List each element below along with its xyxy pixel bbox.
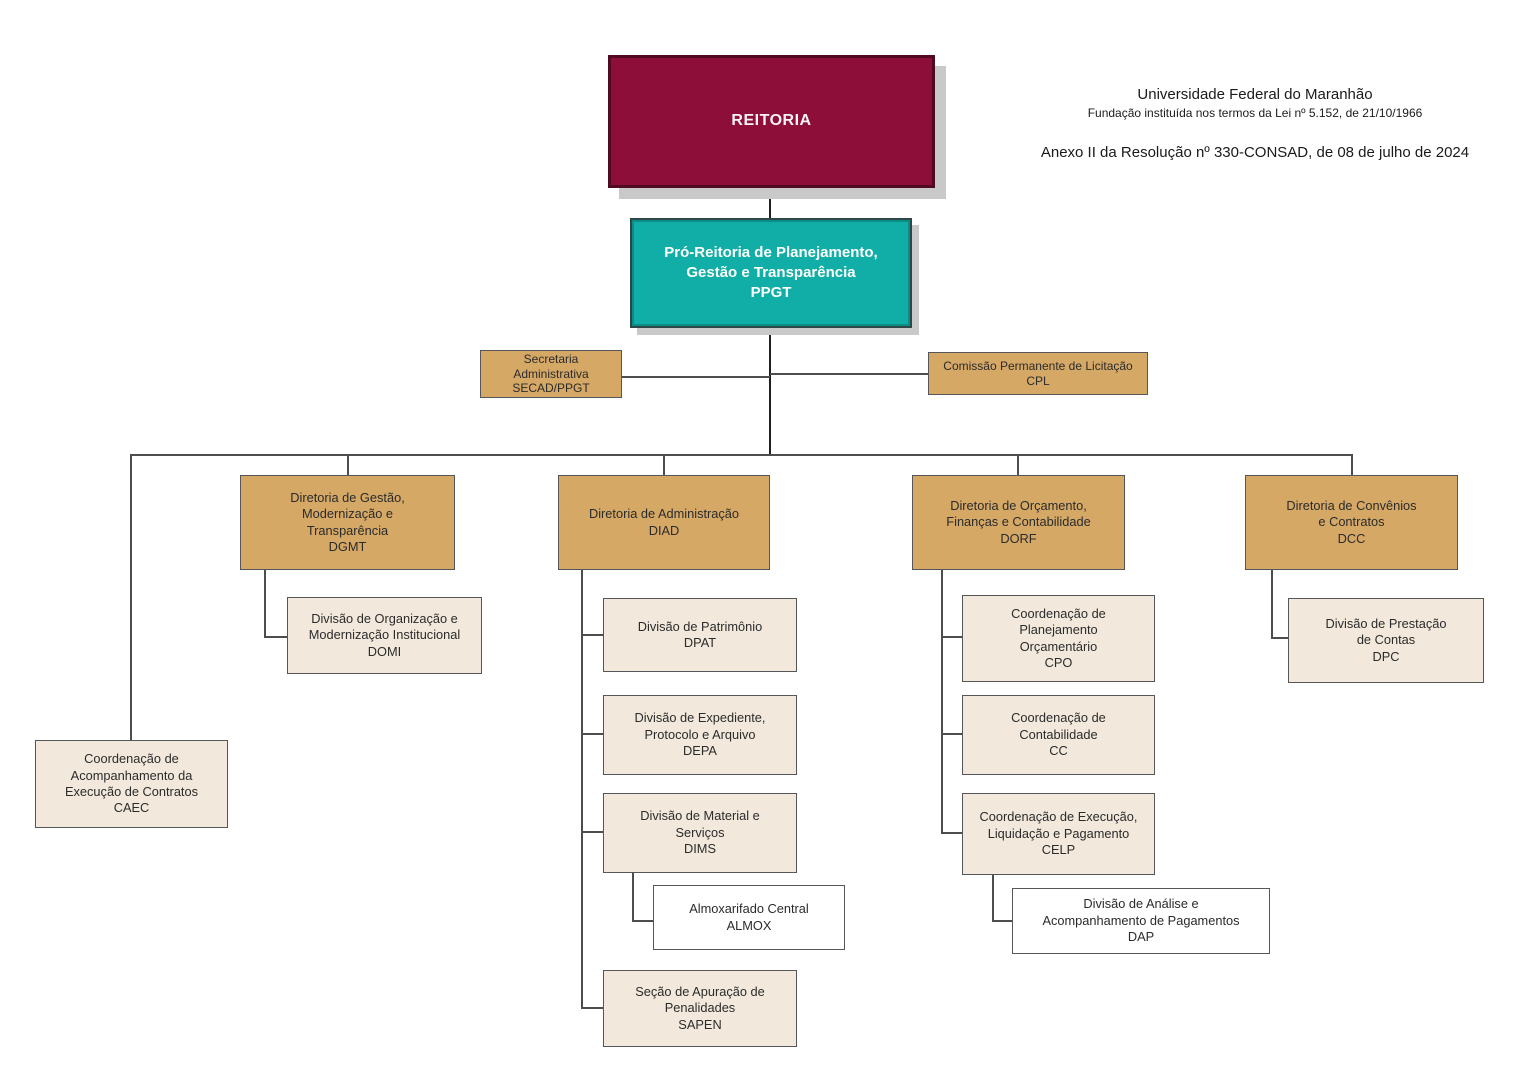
node-title: Diretoria de Gestão, Modernização e Tran… [290,489,405,538]
org-node-ppgt: Pró-Reitoria de Planejamento, Gestão e T… [630,218,912,328]
node-code: PPGT [750,284,792,302]
node-code: CELP [1041,842,1076,858]
connector-dcc-dpc-h [1271,637,1288,639]
connector-ppgt-branch [769,328,771,455]
node-title: Coordenação de Contabilidade [1011,710,1106,742]
connector-secad [622,376,770,378]
connector-cpl [770,373,928,375]
node-title: Coordenação de Planejamento Orçamentário [1011,605,1106,654]
connector-dgmt-domi-v [264,570,266,637]
org-node-celp: Coordenação de Execução, Liquidação e Pa… [962,793,1155,875]
node-code: DIAD [648,522,680,538]
connector-dcc-dpc-v [1271,570,1273,638]
annex-resolution-title: Anexo II da Resolução nº 330-CONSAD, de … [1040,144,1470,161]
org-node-dpat: Divisão de Patrimônio DPAT [603,598,797,672]
connector-dims-almox-h [632,920,653,922]
connector-dgmt-domi-h [264,636,288,638]
node-title: Diretoria de Orçamento, Finanças e Conta… [946,497,1091,530]
org-node-cpo: Coordenação de Planejamento Orçamentário… [962,595,1155,682]
node-title: REITORIA [731,112,812,130]
node-code: CPL [1026,373,1050,388]
node-code: DOMI [367,643,402,659]
node-title: Diretoria de Administração [588,506,740,522]
node-title: Diretoria de Convênios e Contratos [1286,497,1417,530]
spine-dorf [941,570,943,834]
org-node-dgmt: Diretoria de Gestão, Modernização e Tran… [240,475,455,570]
node-code: SECAD/PPGT [512,381,590,396]
node-code: DIMS [684,841,716,857]
node-title: Coordenação de Acompanhamento da Execuçã… [64,751,199,799]
node-title: Seção de Apuração de Penalidades [635,983,765,1016]
node-title: Secretaria Administrativa [513,352,589,381]
document-header: Universidade Federal do Maranhão Fundaçã… [1000,86,1510,161]
node-code: SAPEN [678,1016,722,1032]
org-node-caec: Coordenação de Acompanhamento da Execuçã… [35,740,228,828]
stub-dpat [581,634,603,636]
node-title: Divisão de Prestação de Contas [1325,615,1447,648]
org-node-dims: Divisão de Material e Serviços DIMS [603,793,797,873]
node-code: ALMOX [726,917,772,933]
foundation-law-note: Fundação instituída nos termos da Lei nº… [1087,106,1423,120]
org-node-cpl: Comissão Permanente de Licitação CPL [928,352,1148,395]
node-code: CC [1049,743,1068,759]
node-code: DPAT [683,635,717,650]
org-node-cc: Coordenação de Contabilidade CC [962,695,1155,775]
org-node-dorf: Diretoria de Orçamento, Finanças e Conta… [912,475,1125,570]
stub-cpo [941,636,962,638]
connector-celp-dap-h [992,920,1012,922]
node-code: CPO [1044,654,1073,670]
org-node-almox: Almoxarifado Central ALMOX [653,885,845,950]
node-code: DAP [1127,929,1155,945]
stub-dims [581,831,603,833]
drop-diad [663,454,665,475]
node-title: Coordenação de Execução, Liquidação e Pa… [979,809,1138,841]
connector-reitoria-ppgt [769,188,771,218]
stub-sapen [581,1007,603,1009]
drop-dcc [1351,454,1353,475]
node-code: DPC [1372,648,1400,664]
org-node-dcc: Diretoria de Convênios e Contratos DCC [1245,475,1458,570]
node-title: Almoxarifado Central [689,901,809,917]
org-node-diad: Diretoria de Administração DIAD [558,475,770,570]
drop-dorf [1017,454,1019,475]
org-node-reitoria: REITORIA [608,55,935,188]
org-node-depa: Divisão de Expediente, Protocolo e Arqui… [603,695,797,775]
org-node-domi: Divisão de Organização e Modernização In… [287,597,482,674]
org-node-sapen: Seção de Apuração de Penalidades SAPEN [603,970,797,1047]
node-title: Pró-Reitoria de Planejamento, Gestão e T… [664,243,878,281]
stub-cc [941,733,962,735]
node-title: Comissão Permanente de Licitação [943,358,1133,373]
spine-diad [581,570,583,1008]
node-title: Divisão de Expediente, Protocolo e Arqui… [634,710,766,742]
drop-caec [130,454,132,740]
node-code: DGMT [328,538,367,554]
node-title: Divisão de Patrimônio [637,618,763,634]
stub-celp [941,832,962,834]
branch-line-main [130,454,1352,456]
university-name: Universidade Federal do Maranhão [1137,86,1373,103]
node-code: CAEC [113,800,150,816]
node-title: Divisão de Material e Serviços [640,808,760,840]
org-node-dap: Divisão de Análise e Acompanhamento de P… [1012,888,1270,954]
node-code: DORF [1000,530,1037,546]
node-title: Divisão de Análise e Acompanhamento de P… [1042,896,1240,928]
node-code: DEPA [683,743,717,759]
node-code: DCC [1337,530,1366,546]
stub-depa [581,733,603,735]
node-title: Divisão de Organização e Modernização In… [308,610,461,643]
org-node-dpc: Divisão de Prestação de Contas DPC [1288,598,1484,683]
drop-dgmt [347,454,349,475]
connector-dims-almox-v [632,873,634,922]
connector-celp-dap-v [992,875,994,922]
org-node-secad: Secretaria Administrativa SECAD/PPGT [480,350,622,398]
